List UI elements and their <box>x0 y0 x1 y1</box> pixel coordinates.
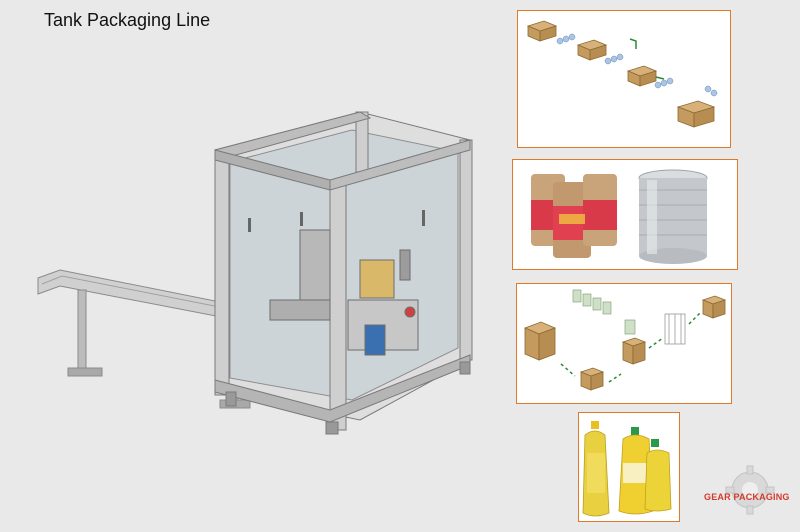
canned-food-jars-and-tin-can-photo <box>531 169 708 264</box>
panel-oil-bottles <box>578 412 680 522</box>
page-title: Tank Packaging Line <box>44 10 211 30</box>
tank-packaging-machine-illustration <box>37 111 473 435</box>
packing-mechanism <box>269 229 419 356</box>
panel-case-packing-process <box>517 10 731 148</box>
machine-frame <box>213 111 473 435</box>
logo-text: GEAR PACKAGING <box>704 492 790 502</box>
case-packing-process-icon <box>526 20 718 128</box>
panel-canned-food <box>512 159 738 270</box>
panel-box-packing-flow <box>516 283 732 404</box>
oil-bottles-photo <box>582 421 672 517</box>
gear-packaging-logo: GEAR PACKAGING <box>700 462 800 522</box>
box-packing-flow-icon <box>523 289 727 391</box>
gear-icon <box>725 465 775 515</box>
